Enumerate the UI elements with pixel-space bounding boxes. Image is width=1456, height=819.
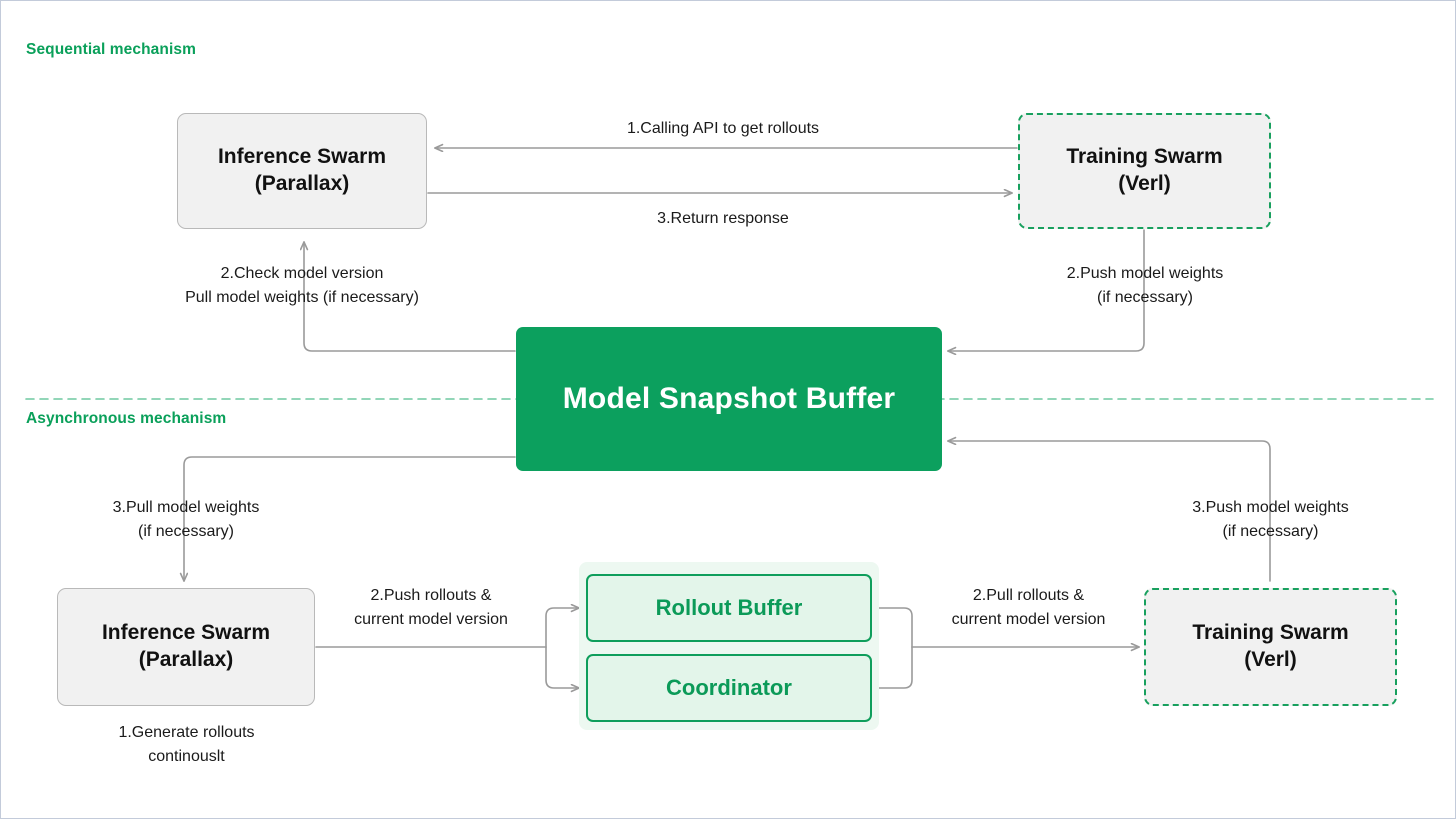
node-training-swarm-async[interactable]: Training Swarm (Verl): [1144, 588, 1397, 706]
edge-label-check-model-version: 2.Check model version Pull model weights…: [162, 262, 442, 309]
edge-label-pull-rollouts: 2.Pull rollouts & current model version: [926, 584, 1131, 631]
node-training-swarm-async-line1: Training Swarm: [1192, 621, 1349, 645]
node-coordinator-label: Coordinator: [666, 675, 792, 700]
node-training-swarm-sequential[interactable]: Training Swarm (Verl): [1018, 113, 1271, 229]
edge-label-calling-api-line1: 1.Calling API to get rollouts: [626, 120, 820, 137]
edge-label-push-rollouts-line1: 2.Push rollouts &: [370, 587, 492, 604]
edge-label-pull-rollouts-line2: current model version: [951, 610, 1106, 628]
node-model-snapshot-buffer[interactable]: Model Snapshot Buffer: [516, 327, 942, 471]
edge-label-check-model-version-line1: 2.Check model version: [220, 265, 384, 282]
node-inference-swarm-sequential[interactable]: Inference Swarm (Parallax): [177, 113, 427, 229]
edge-push-rollouts-to-buffer: [545, 608, 579, 648]
edge-label-push-rollouts-line2: current model version: [354, 610, 508, 628]
edge-label-push-model-weights-sequential: 2.Push model weights (if necessary): [1023, 262, 1267, 309]
edge-label-pull-model-weights-async: 3.Pull model weights (if necessary): [81, 496, 291, 543]
node-inference-swarm-sequential-line1: Inference Swarm: [217, 145, 387, 169]
node-training-swarm-async-line2: (Verl): [1244, 648, 1297, 671]
edge-label-pull-rollouts-line1: 2.Pull rollouts &: [972, 587, 1085, 604]
node-inference-swarm-async-line1: Inference Swarm: [101, 621, 271, 645]
edge-label-push-model-weights-async: 3.Push model weights (if necessary): [1168, 496, 1373, 543]
edge-label-push-model-weights-sequential-line2: (if necessary): [1096, 288, 1194, 306]
edge-label-generate-rollouts-line2: continouslt: [148, 747, 225, 765]
section-heading-asynchronous: Asynchronous mechanism: [26, 410, 227, 427]
node-rollout-buffer-label: Rollout Buffer: [655, 595, 803, 620]
node-model-snapshot-buffer-label: Model Snapshot Buffer: [562, 382, 896, 415]
edge-push-rollouts-to-coordinator: [545, 646, 579, 688]
edge-label-return-response-line1: 3.Return response: [657, 210, 789, 227]
edge-label-push-rollouts: 2.Push rollouts & current model version: [331, 584, 531, 631]
node-training-swarm-sequential-line1: Training Swarm: [1066, 145, 1223, 169]
node-training-swarm-sequential-line2: (Verl): [1118, 172, 1171, 195]
edge-label-push-model-weights-sequential-line1: 2.Push model weights: [1066, 265, 1224, 282]
edge-label-push-model-weights-async-line1: 3.Push model weights: [1192, 499, 1349, 516]
node-coordinator[interactable]: Coordinator: [586, 654, 872, 722]
node-inference-swarm-async-line2: (Parallax): [138, 648, 234, 671]
node-rollout-buffer[interactable]: Rollout Buffer: [586, 574, 872, 642]
edge-label-pull-model-weights-async-line1: 3.Pull model weights: [112, 499, 260, 516]
section-heading-sequential: Sequential mechanism: [26, 41, 196, 58]
edge-label-push-model-weights-async-line2: (if necessary): [1222, 522, 1319, 540]
node-inference-swarm-sequential-line2: (Parallax): [254, 172, 350, 195]
node-inference-swarm-async[interactable]: Inference Swarm (Parallax): [57, 588, 315, 706]
edge-label-generate-rollouts-line1: 1.Generate rollouts: [118, 724, 255, 741]
edge-label-calling-api: 1.Calling API to get rollouts: [601, 117, 845, 141]
edge-label-check-model-version-line2: Pull model weights (if necessary): [185, 288, 419, 306]
edge-label-return-response: 3.Return response: [601, 207, 845, 231]
edge-label-pull-model-weights-async-line2: (if necessary): [137, 522, 235, 540]
edge-label-generate-rollouts: 1.Generate rollouts continouslt: [79, 721, 294, 768]
